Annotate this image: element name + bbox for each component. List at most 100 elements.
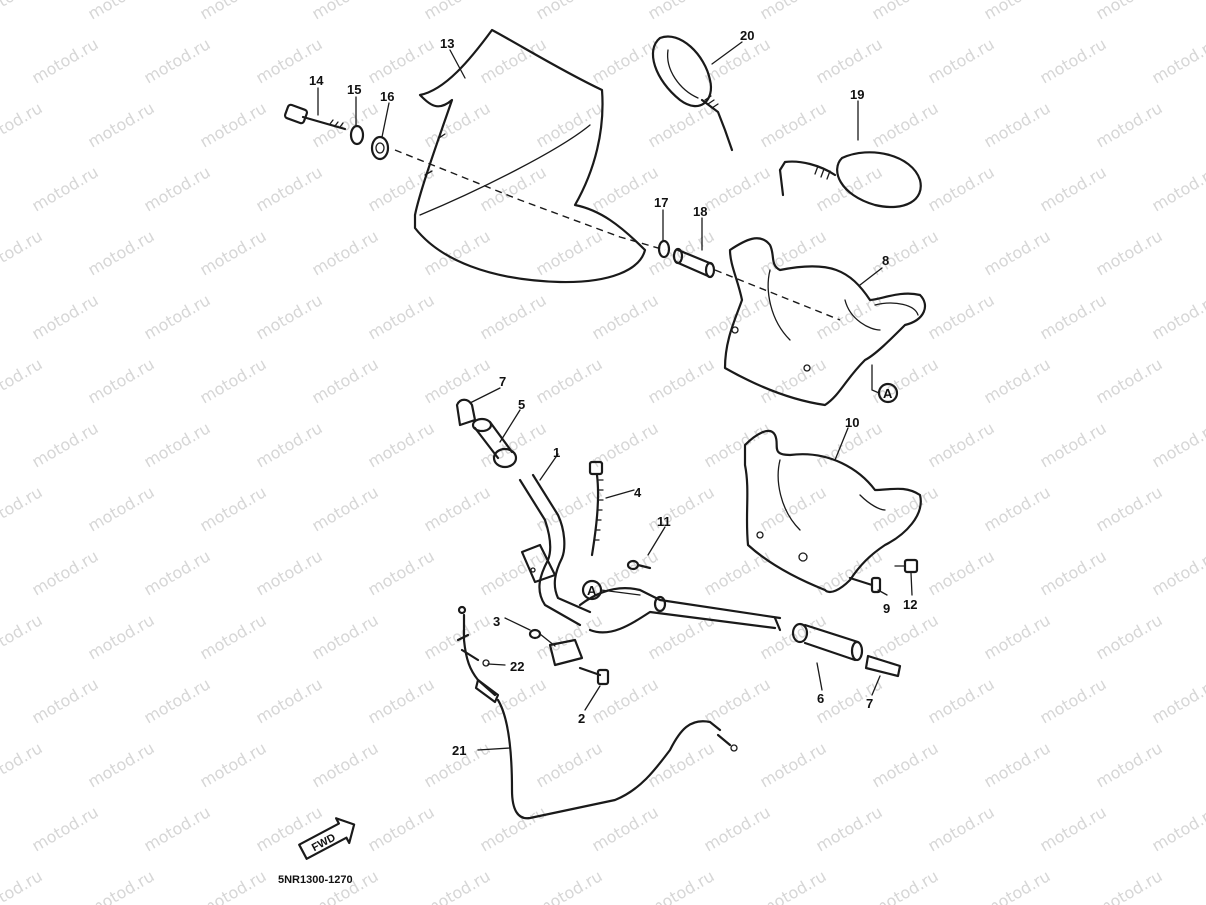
watermark-text: motod.ru xyxy=(29,34,102,87)
callout-7-left: 7 xyxy=(499,374,506,389)
callout-15: 15 xyxy=(347,82,361,97)
watermark-text: motod.ru xyxy=(0,98,46,151)
watermark-text: motod.ru xyxy=(981,98,1054,151)
watermark-text: motod.ru xyxy=(0,482,46,535)
watermark-text: motod.ru xyxy=(757,0,830,23)
handlebar xyxy=(518,473,782,634)
alignment-line xyxy=(394,149,841,321)
watermark-text: motod.ru xyxy=(421,866,494,905)
watermark-text: motod.ru xyxy=(1149,162,1206,215)
watermark-text: motod.ru xyxy=(1149,546,1206,599)
watermark-text: motod.ru xyxy=(757,354,830,407)
watermark-text: motod.ru xyxy=(869,98,942,151)
watermark-text: motod.ru xyxy=(477,674,550,727)
watermark-text: motod.ru xyxy=(253,162,326,215)
watermark-text: motod.ru xyxy=(925,802,998,855)
watermark-text: motod.ru xyxy=(533,0,606,23)
ref-marker-text: A xyxy=(883,386,893,401)
spacer-washer xyxy=(657,239,671,259)
watermark-text: motod.ru xyxy=(1093,0,1166,23)
watermark-text: motod.ru xyxy=(197,98,270,151)
watermark-text: motod.ru xyxy=(1037,162,1110,215)
watermark-text: motod.ru xyxy=(1149,418,1206,471)
windscreen xyxy=(413,28,647,284)
watermark-text: motod.ru xyxy=(197,482,270,535)
bracket-screw xyxy=(626,559,652,571)
lower-handlebar-cover xyxy=(743,429,922,594)
callout-1: 1 xyxy=(553,445,560,460)
watermark-text: motod.ru xyxy=(365,290,438,343)
watermark-text: motod.ru xyxy=(533,738,606,791)
watermark-text: motod.ru xyxy=(925,546,998,599)
watermark-text: motod.ru xyxy=(1093,866,1166,905)
watermark-text: motod.ru xyxy=(1149,802,1206,855)
watermark-text: motod.ru xyxy=(141,34,214,87)
watermark-text: motod.ru xyxy=(1093,98,1166,151)
watermark-text: motod.ru xyxy=(309,610,382,663)
mirror-right xyxy=(778,151,922,209)
watermark-text: motod.ru xyxy=(0,738,46,791)
watermark-text: motod.ru xyxy=(869,610,942,663)
watermark-text: motod.ru xyxy=(477,162,550,215)
watermark-text: motod.ru xyxy=(925,162,998,215)
watermark-text: motod.ru xyxy=(85,354,158,407)
watermark-text: motod.ru xyxy=(757,98,830,151)
watermark-text: motod.ru xyxy=(701,674,774,727)
watermark-text: motod.ru xyxy=(925,290,998,343)
watermark-text: motod.ru xyxy=(0,610,46,663)
watermark-text: motod.ru xyxy=(645,482,718,535)
watermark-text: motod.ru xyxy=(925,418,998,471)
watermark-text: motod.ru xyxy=(253,290,326,343)
watermark-text: motod.ru xyxy=(1037,418,1110,471)
callout-5: 5 xyxy=(518,397,525,412)
leader-lines xyxy=(317,41,913,751)
lever-holder xyxy=(528,628,584,667)
drawing-code: 5NR1300-1270 xyxy=(278,874,353,886)
upper-handlebar-cover xyxy=(723,237,927,407)
callout-4: 4 xyxy=(634,485,642,500)
watermark-text: motod.ru xyxy=(589,418,662,471)
watermark-text: motod.ru xyxy=(1149,290,1206,343)
watermark-text: motod.ru xyxy=(85,0,158,23)
watermark-text: motod.ru xyxy=(589,802,662,855)
callout-16: 16 xyxy=(380,89,394,104)
watermark-text: motod.ru xyxy=(85,226,158,279)
watermark-text: motod.ru xyxy=(0,0,46,23)
watermark-text: motod.ru xyxy=(1037,546,1110,599)
watermark-text: motod.ru xyxy=(813,290,886,343)
watermark-text: motod.ru xyxy=(757,738,830,791)
watermark-text: motod.ru xyxy=(1149,34,1206,87)
callout-6: 6 xyxy=(817,691,824,706)
watermark-text: motod.ru xyxy=(253,546,326,599)
watermark-text: motod.ru xyxy=(533,866,606,905)
callout-13: 13 xyxy=(440,36,454,51)
watermark-text: motod.ru xyxy=(701,546,774,599)
watermark-text: motod.ru xyxy=(533,354,606,407)
watermark-text: motod.ru xyxy=(253,674,326,727)
control-cable xyxy=(462,613,738,820)
watermark-text: motod.ru xyxy=(85,98,158,151)
ref-marker-text: A xyxy=(587,583,597,598)
watermark-text: motod.ru xyxy=(645,354,718,407)
watermark-text: motod.ru xyxy=(981,866,1054,905)
watermark-text: motod.ru xyxy=(365,34,438,87)
watermark-text: motod.ru xyxy=(589,162,662,215)
watermark-text: motod.ru xyxy=(197,866,270,905)
watermark-text: motod.ru xyxy=(85,738,158,791)
watermark-text: motod.ru xyxy=(477,546,550,599)
callout-labels: 1 2 3 4 5 6 7 7 8 9 10 11 12 13 14 15 16… xyxy=(309,28,917,758)
watermark-text: motod.ru xyxy=(589,290,662,343)
watermark-text: motod.ru xyxy=(309,738,382,791)
watermark-text: motod.ru xyxy=(981,610,1054,663)
watermark-text: motod.ru xyxy=(365,162,438,215)
watermark-text: motod.ru xyxy=(29,546,102,599)
callout-21: 21 xyxy=(452,743,466,758)
watermark-text: motod.ru xyxy=(981,226,1054,279)
watermark-text: motod.ru xyxy=(757,226,830,279)
cover-screw xyxy=(848,576,882,594)
watermark-text: motod.ru xyxy=(757,866,830,905)
watermark-text: motod.ru xyxy=(197,738,270,791)
callout-9: 9 xyxy=(883,601,890,616)
watermark-text: motod.ru xyxy=(701,34,774,87)
